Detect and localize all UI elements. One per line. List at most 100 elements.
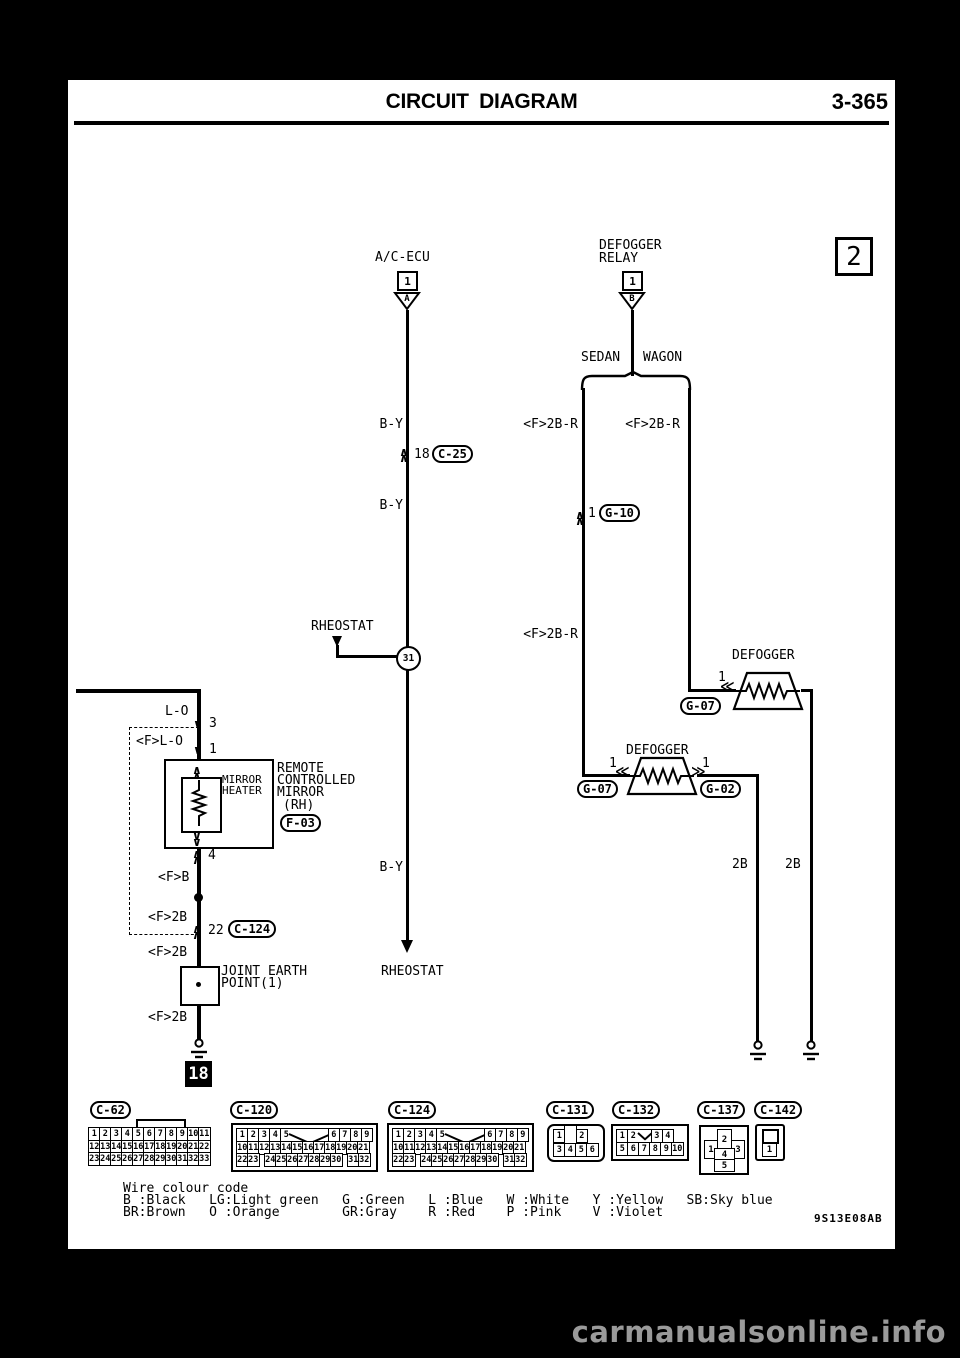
connector-pin: 21 bbox=[513, 1140, 526, 1155]
wire-label-2br-1: <F>2B-R bbox=[523, 417, 578, 432]
label-mirror-heater-1: MIRROR bbox=[222, 773, 262, 786]
connector-notch-icon bbox=[638, 1129, 652, 1143]
connector-pin: 2 bbox=[575, 1129, 588, 1143]
resistor-icon bbox=[189, 780, 209, 826]
wire-defogger2-right-stub bbox=[697, 774, 759, 777]
connector-chevron-icon bbox=[720, 684, 735, 690]
connector-label-c131: C-131 bbox=[546, 1101, 595, 1119]
terminal-triangle-b-icon: B bbox=[618, 292, 646, 311]
wire-label-by-3: B-Y bbox=[379, 860, 403, 875]
connector-pin: 26 bbox=[121, 1152, 134, 1166]
page-title: CIRCUIT DIAGRAM bbox=[385, 90, 578, 113]
label-defogger1-pin: 1 bbox=[718, 670, 726, 685]
wire-sedan bbox=[582, 388, 585, 777]
label-defogger2-pin-right: 1 bbox=[702, 756, 710, 771]
page-number: 3-365 bbox=[831, 89, 888, 114]
terminal-triangle-a-icon: A bbox=[393, 292, 421, 311]
connector-pin: 23 bbox=[247, 1153, 260, 1167]
label-ac-ecu: A/C-ECU bbox=[375, 250, 430, 265]
wire-acecu-rheostat bbox=[406, 310, 409, 941]
wire-label-f2b-1: <F>2B bbox=[148, 910, 188, 925]
connector-pin: 4 bbox=[564, 1142, 577, 1157]
connector-pin: 23 bbox=[403, 1153, 416, 1167]
label-pin-4: 4 bbox=[208, 848, 216, 863]
wire-junction-dot bbox=[194, 893, 203, 902]
defogger-element-icon bbox=[626, 756, 698, 796]
ac-ecu-pin-box: 1 bbox=[397, 271, 418, 291]
connector-pinout-c142: 1 bbox=[755, 1124, 785, 1161]
label-defogger-2: DEFOGGER bbox=[626, 743, 689, 758]
ground-symbol-icon bbox=[750, 1040, 766, 1061]
connector-keyway bbox=[762, 1129, 779, 1144]
connector-chevron-icon bbox=[399, 449, 409, 461]
connector-notch-icon bbox=[291, 1128, 329, 1142]
manual-page: CIRCUIT DIAGRAM 3-365 2 A/C-ECU 1 A B-Y … bbox=[68, 80, 895, 1249]
connector-chevron-icon bbox=[193, 747, 203, 753]
sheet-badge: 2 bbox=[835, 237, 873, 276]
svg-text:B: B bbox=[629, 294, 635, 304]
connector-pin: 33 bbox=[198, 1152, 211, 1166]
connector-label-c120: C-120 bbox=[230, 1101, 279, 1119]
label-remote-3: MIRROR bbox=[277, 785, 324, 800]
wire-rheostat-stub bbox=[336, 645, 339, 658]
label-joint-earth-1: JOINT EARTH bbox=[221, 964, 308, 979]
connector-label-c62: C-62 bbox=[90, 1101, 131, 1119]
wire-feed-horizontal bbox=[76, 689, 200, 693]
color-code-line-2: BR:Brown O :Orange GR:Gray R :Red P :Pin… bbox=[123, 1205, 664, 1220]
junction-circle: 31 bbox=[396, 646, 421, 671]
label-pin-1: 1 bbox=[209, 742, 217, 757]
wire-defogger2-ground bbox=[756, 774, 759, 1042]
label-defogger-1: DEFOGGER bbox=[732, 648, 795, 663]
wire-defogger1-ground bbox=[810, 689, 813, 1042]
wire-arrowhead-icon bbox=[401, 940, 413, 953]
label-rheostat-top: RHEOSTAT bbox=[311, 619, 374, 634]
svg-text:A: A bbox=[404, 294, 410, 304]
connector-ref-f03: F-03 bbox=[280, 814, 321, 832]
wire-label-f2b-3: <F>2B bbox=[148, 1010, 188, 1025]
connector-pin: 29 bbox=[319, 1153, 332, 1167]
joint-earth-dot bbox=[196, 982, 201, 987]
wire-wagon bbox=[688, 388, 691, 692]
earth-ref-badge: 18 bbox=[185, 1061, 212, 1087]
label-wagon: WAGON bbox=[643, 350, 683, 365]
label-remote-4: (RH) bbox=[283, 798, 315, 813]
label-pin-22: 22 bbox=[208, 923, 224, 938]
color-code-title: Wire colour code bbox=[123, 1181, 249, 1196]
wire-defogger1-right-stub bbox=[801, 689, 813, 692]
ground-ref-g02: G-02 bbox=[700, 780, 741, 798]
connector-pin: 25 bbox=[431, 1153, 444, 1167]
wire-label-flo: <F>L-O bbox=[136, 734, 183, 749]
relay-pin-box: 1 bbox=[622, 271, 643, 291]
wire-relay-down bbox=[631, 310, 634, 376]
wire-label-fb: <F>B bbox=[158, 870, 190, 885]
ground-ref-g07-a: G-07 bbox=[680, 697, 721, 715]
connector-pin: 31 bbox=[503, 1153, 516, 1167]
connector-pin: 6 bbox=[586, 1142, 599, 1157]
ground-symbol-icon bbox=[803, 1040, 819, 1061]
connector-pinout-c137: 2 1 3 4 5 bbox=[699, 1125, 749, 1175]
connector-ref-c25: C-25 bbox=[432, 445, 473, 463]
ground-ref-g07-b: G-07 bbox=[577, 780, 618, 798]
connector-chevron-icon bbox=[192, 926, 202, 938]
watermark: carmanualsonline.info bbox=[571, 1315, 946, 1349]
wire-rheostat-horizontal bbox=[336, 655, 400, 658]
wire-label-by-2: B-Y bbox=[379, 498, 403, 513]
connector-pin: 30 bbox=[165, 1152, 178, 1166]
label-c25-pin: 18 bbox=[414, 447, 430, 462]
connector-pin: 10 bbox=[671, 1141, 684, 1156]
wire-sedan-to-defogger bbox=[582, 774, 630, 777]
wire-label-2b-1: 2B bbox=[732, 857, 748, 872]
connector-label-c137: C-137 bbox=[697, 1101, 746, 1119]
connector-pin: 30 bbox=[486, 1153, 499, 1167]
connector-label-c142: C-142 bbox=[754, 1101, 803, 1119]
connector-chevron-icon bbox=[575, 512, 585, 524]
doc-code: 9S13E08AB bbox=[814, 1212, 883, 1225]
label-defogger-relay-2: RELAY bbox=[599, 251, 639, 266]
label-sedan: SEDAN bbox=[581, 350, 621, 365]
